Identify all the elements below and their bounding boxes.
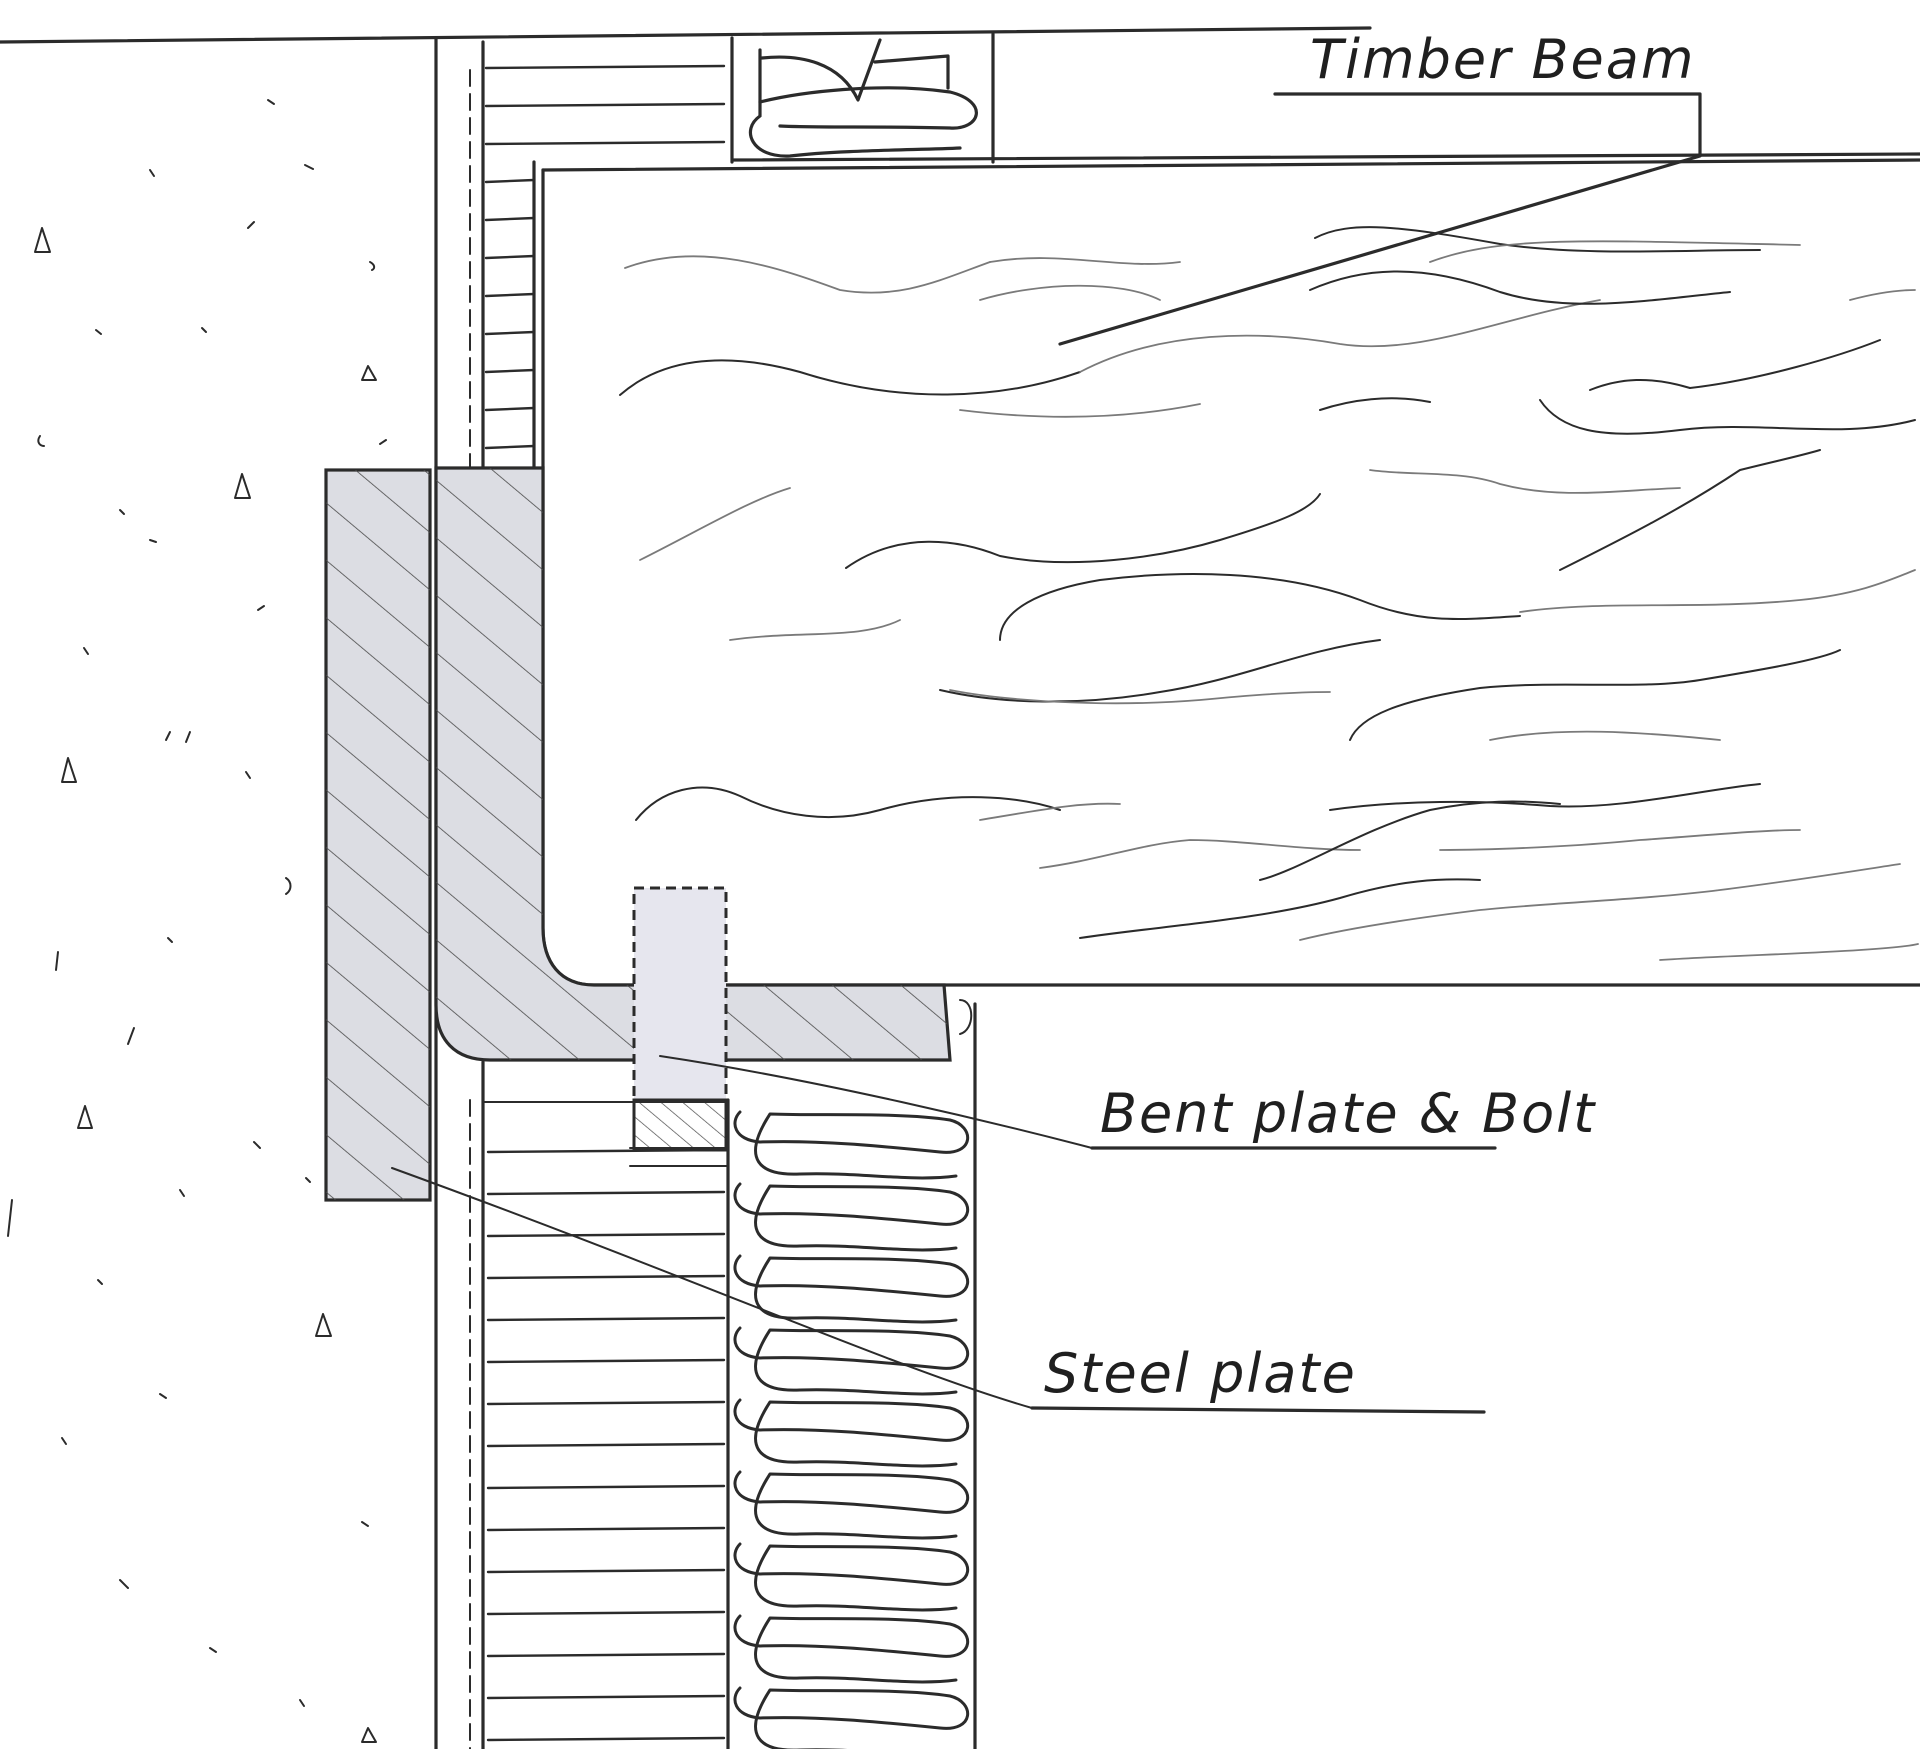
batt-line [486, 1442, 726, 1448]
batt-line [484, 406, 536, 412]
batt-line [486, 1484, 726, 1490]
batt-line [486, 1358, 726, 1364]
insulation-loop [733, 1254, 969, 1324]
batt-line [484, 140, 726, 146]
batt-line [484, 64, 726, 70]
batt-line [484, 330, 536, 336]
concrete-aggregate [7, 99, 387, 1743]
batt-line [486, 1190, 726, 1196]
parapet-detail [730, 32, 995, 164]
insulation-loop [733, 1614, 969, 1684]
insulation-loop [733, 1398, 969, 1468]
batt-line [486, 1316, 726, 1322]
batt-line [486, 1652, 726, 1658]
batt-line [484, 292, 536, 298]
insulation-loop [733, 1686, 969, 1749]
bent-plate [434, 466, 973, 1062]
batt-line [484, 254, 536, 260]
insulation-loop [733, 1110, 969, 1180]
insulation-batts [733, 1110, 969, 1749]
batt-line [484, 178, 536, 184]
insulation-loop [733, 1326, 969, 1396]
label-bent-plate-bolt: Bent plate & Bolt [1100, 1082, 1597, 1145]
label-timber-beam: Timber Beam [1310, 28, 1696, 91]
wood-grain [619, 226, 1919, 961]
batt-line [486, 1526, 726, 1532]
steel-plate [324, 468, 432, 1202]
insulation-loop [733, 1182, 969, 1252]
bolt [629, 886, 729, 1167]
batt-line [484, 444, 536, 450]
concrete-wall [0, 26, 1372, 1749]
insulation-loop [733, 1542, 969, 1612]
batt-line [486, 1568, 726, 1574]
batt-line [484, 216, 536, 222]
batt-line [486, 1232, 726, 1238]
batt-line [486, 1610, 726, 1616]
leader-lines [391, 92, 1702, 1414]
batt-line [486, 1736, 726, 1742]
label-steel-plate: Steel plate [1044, 1342, 1357, 1405]
batt-line [486, 1274, 726, 1280]
batt-line [486, 1400, 726, 1406]
lower-wall [469, 1002, 977, 1749]
batt-line [486, 1148, 726, 1154]
insulation-loop [733, 1470, 969, 1540]
batt-line [484, 102, 726, 108]
upper-insulation [469, 40, 726, 472]
batt-line [484, 368, 536, 374]
batt-line [486, 1694, 726, 1700]
